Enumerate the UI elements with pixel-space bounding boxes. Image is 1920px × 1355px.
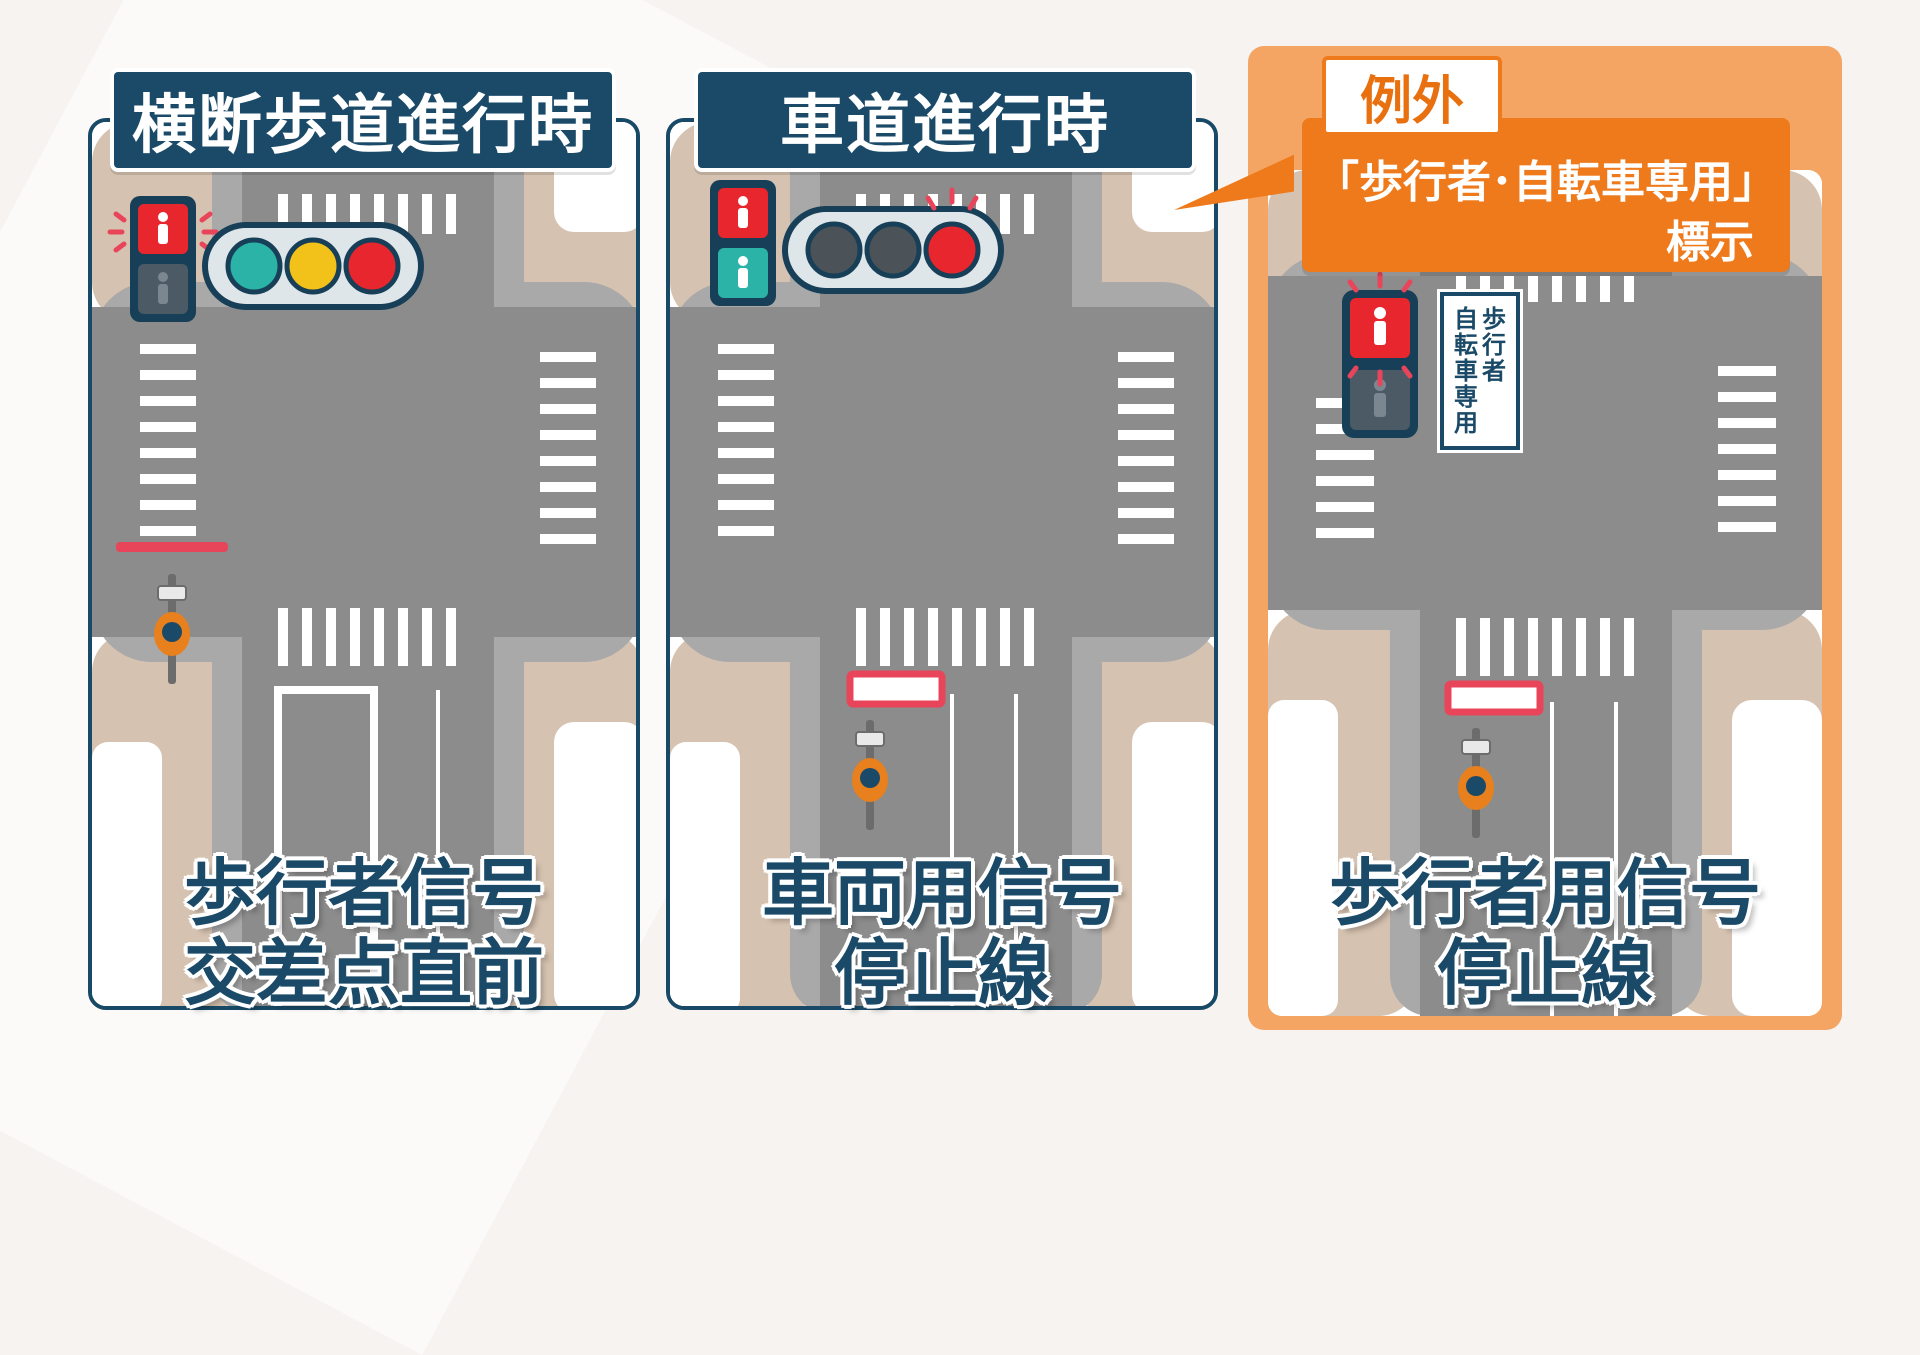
cyclist-icon <box>1458 728 1494 838</box>
caption-roadway-line1: 車両用信号 <box>761 851 1122 935</box>
callout-pointer <box>1174 154 1294 210</box>
panel-title-crosswalk: 横断歩道進行時 <box>110 68 616 172</box>
intersection-map-1 <box>92 122 636 1006</box>
caption-exception-line2: 停止線 <box>1436 931 1653 1015</box>
caption-roadway-line2: 停止線 <box>833 931 1050 1015</box>
exception-header-line2: 標示 <box>1666 217 1754 268</box>
pedestrian-bicycle-only-sign: 歩行者 自転車専用 <box>1437 289 1523 453</box>
cyclist-icon <box>852 720 888 830</box>
pedestrian-signal-icon <box>107 196 219 322</box>
stop-line-red <box>116 542 228 552</box>
intersection-map-3 <box>1268 170 1822 1016</box>
panel-roadway <box>666 118 1218 1010</box>
stop-line-red <box>1444 680 1544 716</box>
vehicle-signal-icon <box>782 187 1004 294</box>
panel-crosswalk <box>88 118 640 1010</box>
pedestrian-signal-icon <box>710 180 776 306</box>
exception-badge: 例外 <box>1322 56 1502 136</box>
caption-crosswalk-line2: 交差点直前 <box>183 931 544 1015</box>
sign-text-left: 自転車専用 <box>1454 305 1478 437</box>
caption-crosswalk-line1: 歩行者信号 <box>183 851 544 935</box>
panel-title-roadway: 車道進行時 <box>694 68 1196 172</box>
cyclist-icon <box>154 574 190 684</box>
exception-header-line1: 「歩行者･自転車専用」 <box>1315 157 1777 208</box>
caption-exception-line1: 歩行者用信号 <box>1328 851 1761 935</box>
pedestrian-signal-icon <box>1342 271 1418 438</box>
stop-line-red <box>846 670 946 708</box>
vehicle-signal-icon <box>202 222 424 310</box>
intersection-map-2 <box>670 122 1214 1006</box>
exception-header: 「歩行者･自転車専用」 標示 <box>1302 118 1790 272</box>
panel-exception <box>1268 170 1822 1016</box>
sign-text-right: 歩行者 <box>1482 305 1506 385</box>
